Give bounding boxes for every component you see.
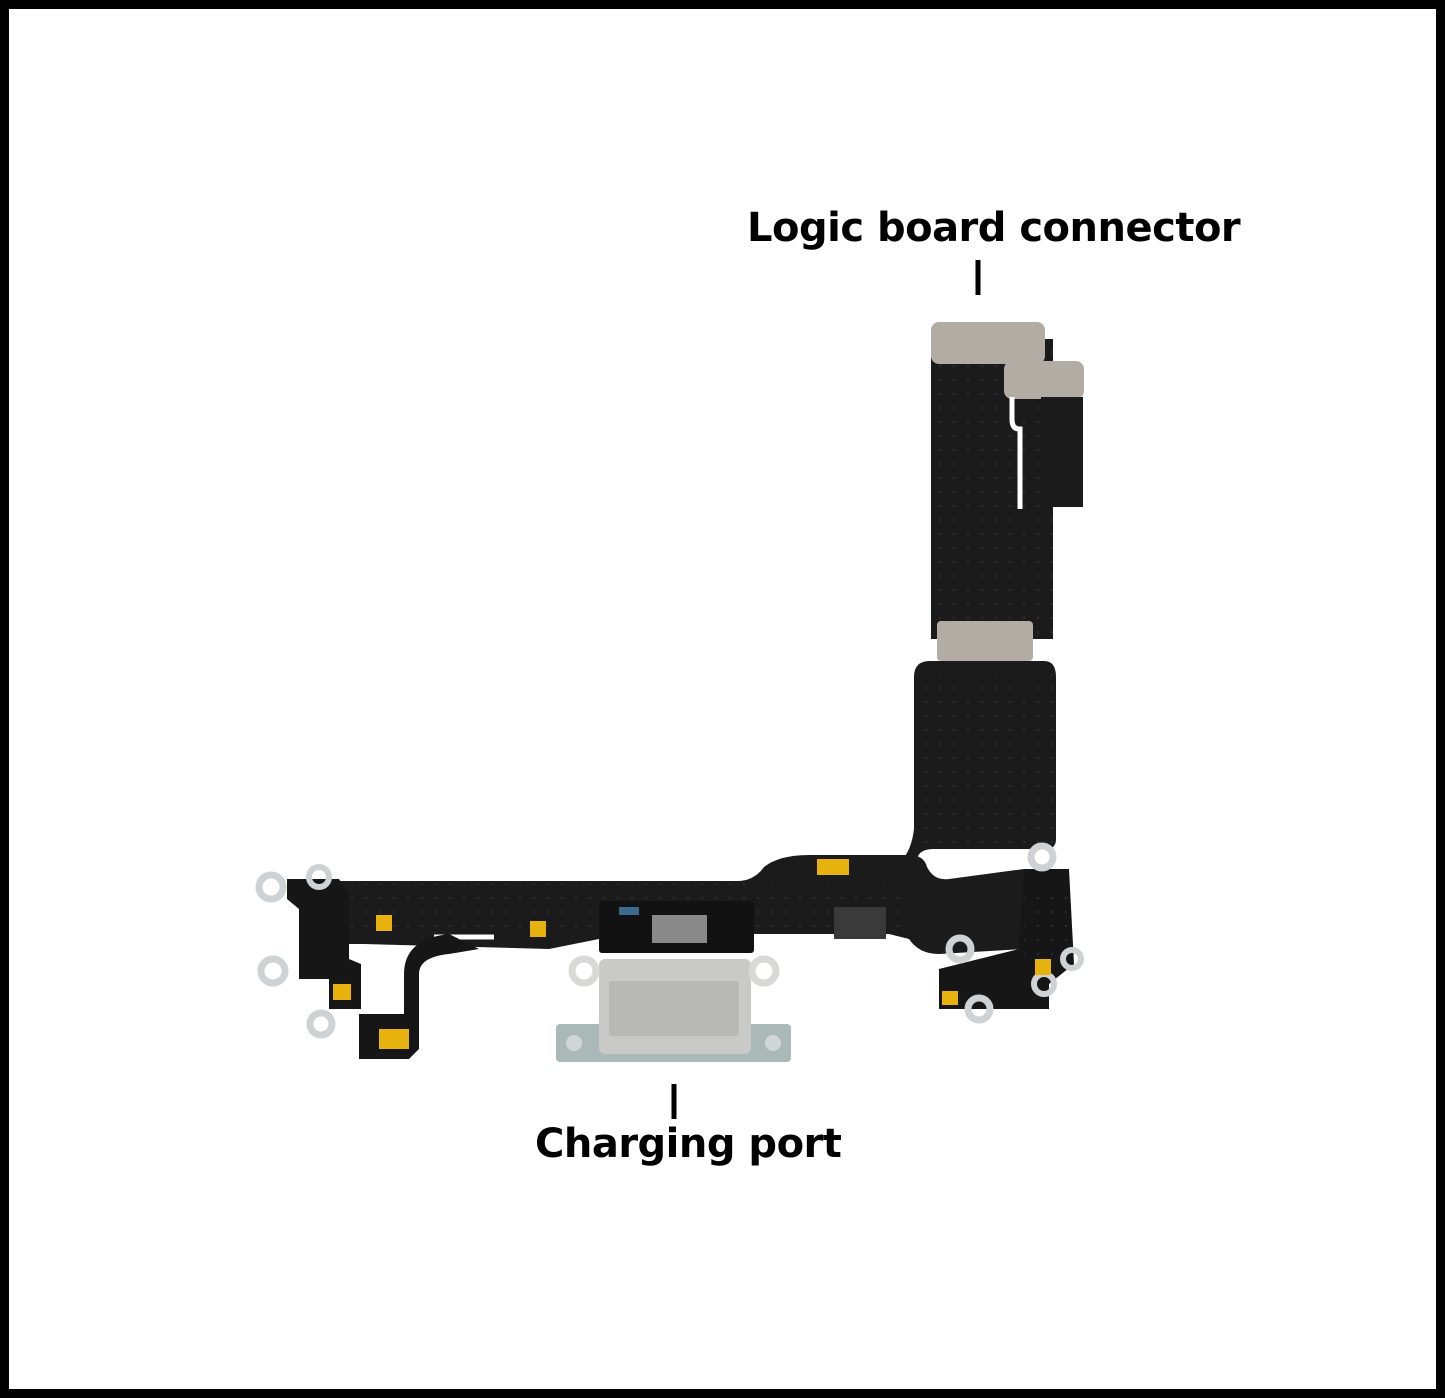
connector-plate-1 [931,322,1045,364]
port-chip-module [599,901,754,953]
screw-bracket-right-1 [1027,842,1057,872]
connector-plate-2 [1004,361,1084,399]
secondary-flex [359,915,546,1059]
gold-pad-small-1 [376,915,392,931]
gold-pad-secondary [379,1029,409,1049]
port-screw-tab-right [748,955,780,987]
gold-pad-pair [817,859,849,875]
left-antenna-board [255,864,361,1039]
gold-pad-right [1035,959,1051,975]
gold-pad-small-2 [530,921,546,937]
right-antenna-board [939,842,1084,1024]
board-to-board-socket [834,907,886,939]
screw-bracket-right-3 [1060,947,1084,971]
logic-board-connector-label: Logic board connector [747,205,1241,251]
screw-bracket-left-1 [255,871,287,903]
port-screw-tab-left [568,955,600,987]
charging-port-label: Charging port [535,1121,842,1167]
screw-bracket-right-5 [964,994,994,1024]
gold-pad-right-2 [942,991,958,1005]
screw-bracket-right-2 [945,934,975,964]
flex-cable-vertical-lower [879,661,1056,884]
screw-bracket-left-2 [257,955,289,987]
charging-port-assembly [556,955,791,1062]
gold-pad-left [333,984,351,1000]
stiffener-plate [937,621,1033,661]
flex-cable-diagram [255,260,1084,1119]
screw-bracket-left-3 [306,1009,336,1039]
screw-bracket-left-4 [306,864,332,890]
logic-board-connector [931,322,1084,509]
